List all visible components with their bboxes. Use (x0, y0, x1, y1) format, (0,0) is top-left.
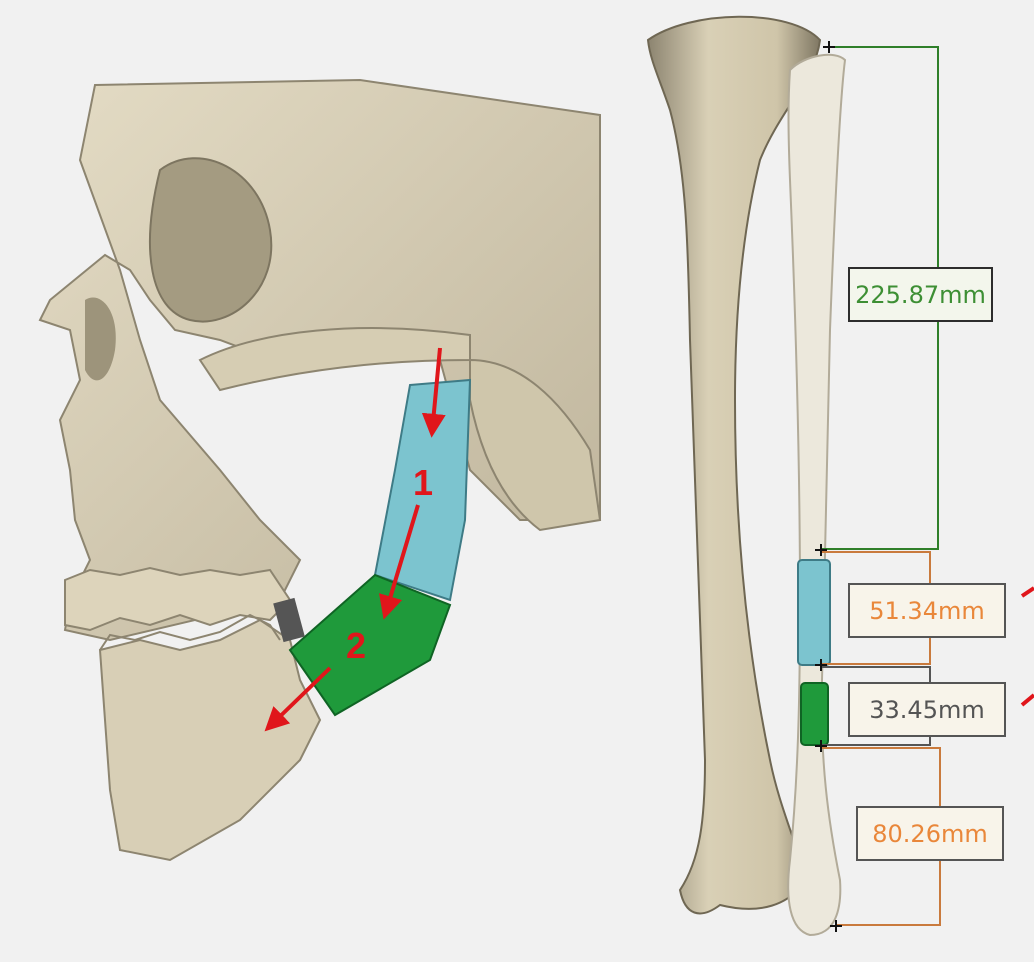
crosshair-markers (815, 41, 842, 932)
arrow-segment-1-to-2 (379, 504, 420, 620)
measurement-33-label: 33.45mm (848, 682, 1006, 737)
segment-1-label: 1 (413, 462, 433, 503)
measurement-225-label: 225.87mm (848, 267, 993, 322)
skull-illustration (38, 78, 602, 862)
fibula-illustration (787, 53, 847, 937)
measurement-51-label: 51.34mm (848, 583, 1006, 638)
arrow-segment-2 (264, 666, 332, 732)
measurement-80-label: 80.26mm (856, 806, 1004, 861)
arrow-segment-1 (421, 347, 446, 438)
arrow-pointer-51 (1020, 586, 1034, 598)
segment-2-label: 2 (346, 625, 366, 666)
dimension-lines (820, 46, 941, 926)
arrow-pointer-33 (1020, 693, 1034, 707)
